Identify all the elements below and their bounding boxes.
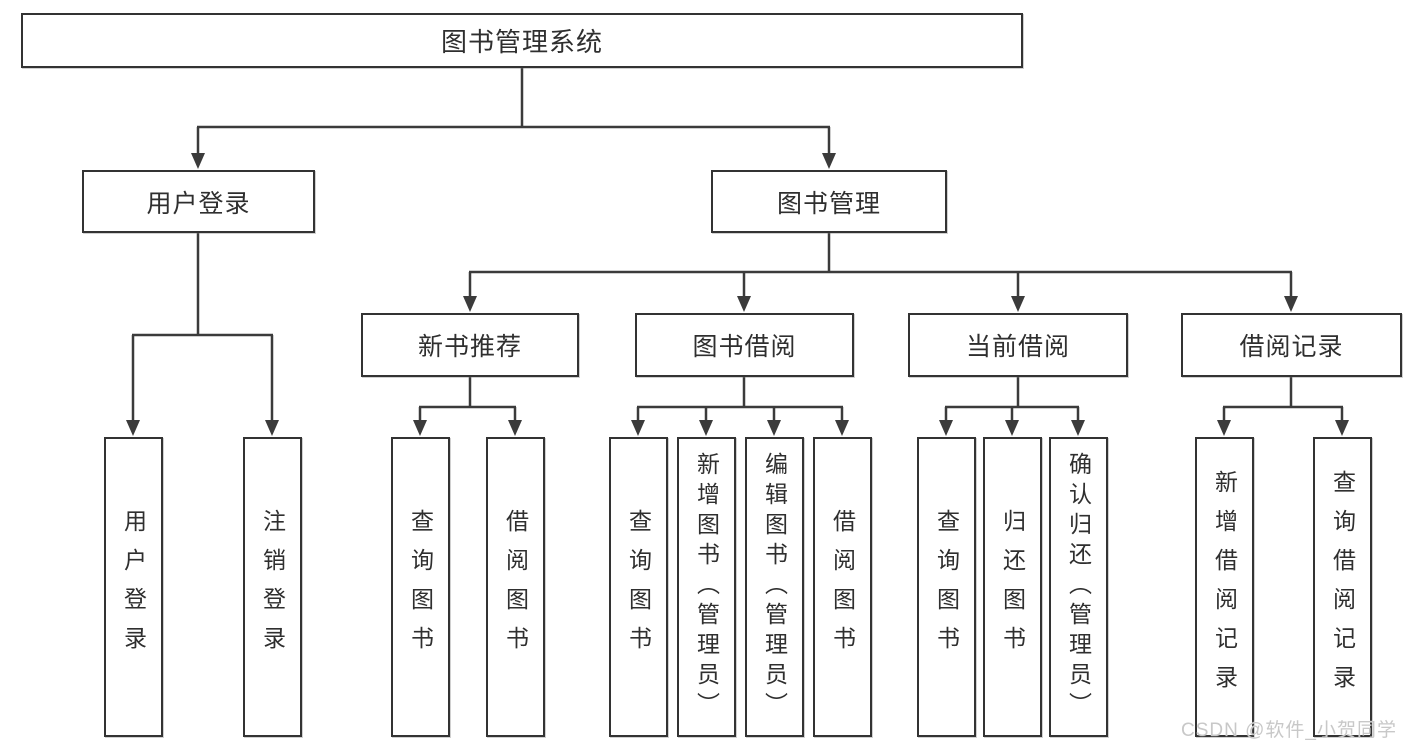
node-book-management: 图书管理: [711, 170, 947, 233]
node-book-borrowing: 图书借阅: [635, 313, 854, 377]
node-label: 用户登录: [146, 189, 251, 218]
node-label: 新书推荐: [417, 333, 522, 361]
leaf-return-books: 归还图书: [983, 437, 1042, 737]
leaf-add-borrow-record: 新增借阅记录: [1195, 437, 1254, 737]
node-label: 当前借阅: [965, 333, 1070, 361]
leaf-label: 用户登录: [120, 509, 147, 665]
leaf-borrow-books-recommend: 借阅图书: [486, 437, 545, 737]
leaf-query-books-borrowing: 查询图书: [609, 437, 668, 737]
node-borrowing-records: 借阅记录: [1181, 313, 1402, 377]
leaf-borrow-books: 借阅图书: [813, 437, 872, 737]
node-user-login: 用户登录: [82, 170, 315, 233]
leaf-label: 借阅图书: [829, 509, 856, 665]
leaf-label: 查询图书: [933, 509, 960, 665]
leaf-edit-book-admin: 编辑图书（管理员）: [745, 437, 804, 737]
leaf-label: 编辑图书（管理员）: [761, 452, 788, 722]
node-current-borrowing: 当前借阅: [908, 313, 1128, 377]
leaf-label: 归还图书: [999, 509, 1026, 665]
node-label: 图书管理: [776, 189, 881, 218]
leaf-label: 借阅图书: [502, 509, 529, 665]
leaf-confirm-return-admin: 确认归还（管理员）: [1049, 437, 1108, 737]
node-library-management-system: 图书管理系统: [21, 13, 1023, 68]
leaf-label: 确认归还（管理员）: [1065, 452, 1092, 722]
node-new-book-recommendation: 新书推荐: [361, 313, 579, 377]
leaf-logout: 注销登录: [243, 437, 302, 737]
leaf-label: 新增借阅记录: [1211, 470, 1238, 704]
leaf-query-borrow-record: 查询借阅记录: [1313, 437, 1372, 737]
leaf-query-books-recommend: 查询图书: [391, 437, 450, 737]
node-label: 图书借阅: [692, 333, 797, 361]
leaf-label: 查询图书: [625, 509, 652, 665]
leaf-label: 注销登录: [259, 509, 286, 665]
csdn-watermark: CSDN @软件_小贺同学: [1181, 720, 1397, 741]
leaf-user-login: 用户登录: [104, 437, 163, 737]
leaf-label: 新增图书（管理员）: [693, 452, 720, 722]
leaf-label: 查询图书: [407, 509, 434, 665]
leaf-label: 查询借阅记录: [1329, 470, 1356, 704]
leaf-query-books-current: 查询图书: [917, 437, 976, 737]
node-label: 借阅记录: [1239, 333, 1344, 361]
node-label: 图书管理系统: [440, 27, 603, 57]
leaf-add-book-admin: 新增图书（管理员）: [677, 437, 736, 737]
